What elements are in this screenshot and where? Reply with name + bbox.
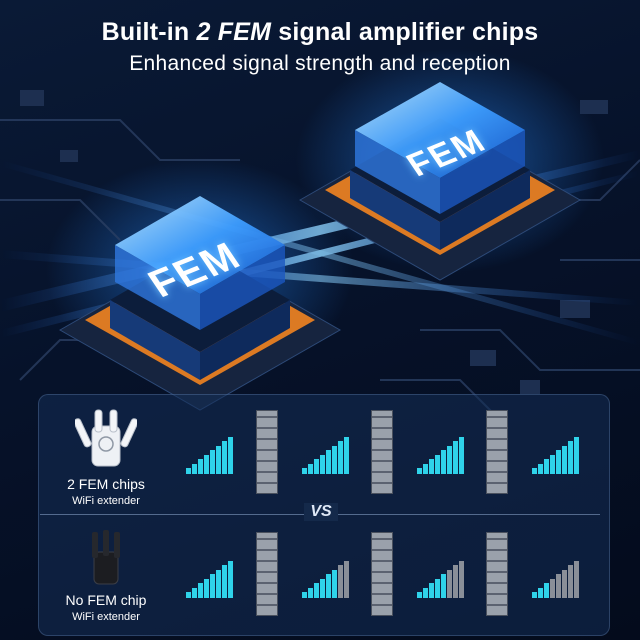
signal-bar bbox=[228, 560, 233, 598]
signal-bar bbox=[574, 560, 579, 598]
circuit-pads bbox=[20, 90, 608, 394]
signal-bar bbox=[562, 445, 567, 474]
signal-bar bbox=[326, 450, 331, 474]
signal-bar bbox=[338, 565, 343, 598]
brick-wall bbox=[486, 410, 508, 494]
headline-emphasis: 2 FEM bbox=[196, 18, 272, 46]
signal-bar bbox=[562, 569, 567, 598]
signal-bar bbox=[429, 459, 434, 474]
subheadline: Enhanced signal strength and reception bbox=[129, 52, 511, 75]
signal-bar bbox=[344, 560, 349, 598]
wifi-extender-black-icon bbox=[92, 530, 120, 585]
signal-bar bbox=[186, 468, 191, 474]
brick-wall bbox=[256, 532, 278, 616]
signal-bar bbox=[550, 454, 555, 474]
signal-bar bbox=[435, 454, 440, 474]
signal-bar bbox=[302, 592, 307, 598]
row-label-no-fem: No FEM chip WiFi extender bbox=[46, 592, 166, 623]
signal-bar bbox=[308, 463, 313, 474]
signal-bar bbox=[186, 592, 191, 598]
signal-bar bbox=[320, 454, 325, 474]
signal-bar bbox=[568, 565, 573, 598]
signal-bar bbox=[314, 583, 319, 598]
signal-bar bbox=[417, 592, 422, 598]
signal-bar bbox=[338, 441, 343, 474]
signal-bar bbox=[302, 468, 307, 474]
signal-bars-no-fem-2 bbox=[302, 558, 350, 598]
signal-bar bbox=[447, 569, 452, 598]
signal-bar bbox=[210, 574, 215, 598]
signal-bar bbox=[568, 441, 573, 474]
signal-bar bbox=[550, 578, 555, 598]
signal-bars-no-fem-3 bbox=[417, 558, 465, 598]
signal-bar bbox=[544, 583, 549, 598]
signal-bars-no-fem-1 bbox=[186, 558, 234, 598]
signal-bar bbox=[204, 454, 209, 474]
signal-bar bbox=[532, 468, 537, 474]
signal-bar bbox=[441, 450, 446, 474]
signal-bar bbox=[417, 468, 422, 474]
signal-bar bbox=[344, 436, 349, 474]
signal-bar bbox=[192, 463, 197, 474]
signal-bar bbox=[314, 459, 319, 474]
circuit-traces bbox=[0, 119, 640, 421]
signal-bar bbox=[574, 436, 579, 474]
signal-bar bbox=[556, 450, 561, 474]
signal-bar bbox=[222, 441, 227, 474]
signal-bar bbox=[204, 578, 209, 598]
headline-prefix: Built-in bbox=[101, 18, 197, 46]
signal-bar bbox=[447, 445, 452, 474]
signal-bars-fem-1 bbox=[186, 434, 234, 474]
signal-bars-no-fem-4 bbox=[532, 558, 580, 598]
signal-bar bbox=[332, 445, 337, 474]
signal-bar bbox=[198, 459, 203, 474]
signal-bar bbox=[538, 587, 543, 598]
signal-bar bbox=[222, 565, 227, 598]
row-label-fem: 2 FEM chips WiFi extender bbox=[46, 476, 166, 507]
brick-wall bbox=[256, 410, 278, 494]
brick-wall bbox=[486, 532, 508, 616]
signal-bar bbox=[228, 436, 233, 474]
signal-bar bbox=[332, 569, 337, 598]
headline-suffix: signal amplifier chips bbox=[271, 18, 539, 46]
wifi-extender-white-icon bbox=[75, 409, 137, 467]
signal-bar bbox=[198, 583, 203, 598]
signal-bar bbox=[210, 450, 215, 474]
signal-bars-fem-3 bbox=[417, 434, 465, 474]
signal-bars-fem-2 bbox=[302, 434, 350, 474]
brick-wall bbox=[371, 410, 393, 494]
signal-bar bbox=[423, 463, 428, 474]
signal-bar bbox=[308, 587, 313, 598]
signal-bar bbox=[459, 560, 464, 598]
vs-label: VS bbox=[304, 503, 338, 521]
row-subtitle-no-fem: WiFi extender bbox=[72, 611, 140, 623]
signal-bar bbox=[423, 587, 428, 598]
signal-bar bbox=[532, 592, 537, 598]
signal-bar bbox=[192, 587, 197, 598]
signal-bar bbox=[538, 463, 543, 474]
signal-bar bbox=[544, 459, 549, 474]
signal-bars-fem-4 bbox=[532, 434, 580, 474]
signal-bar bbox=[429, 583, 434, 598]
signal-bar bbox=[453, 565, 458, 598]
row-title-fem: 2 FEM chips bbox=[67, 476, 145, 492]
signal-bar bbox=[459, 436, 464, 474]
brick-wall bbox=[371, 532, 393, 616]
row-subtitle-fem: WiFi extender bbox=[72, 495, 140, 507]
headline: Built-in 2 FEM signal amplifier chips bbox=[0, 18, 640, 47]
signal-bar bbox=[453, 441, 458, 474]
signal-bar bbox=[556, 574, 561, 598]
signal-bar bbox=[435, 578, 440, 598]
row-title-no-fem: No FEM chip bbox=[65, 592, 147, 608]
signal-bar bbox=[326, 574, 331, 598]
fem-chip-right-graphic bbox=[298, 40, 582, 281]
signal-bar bbox=[216, 445, 221, 474]
signal-bar bbox=[441, 574, 446, 598]
fem-chip-left-graphic bbox=[58, 80, 342, 411]
signal-bar bbox=[216, 569, 221, 598]
signal-bar bbox=[320, 578, 325, 598]
